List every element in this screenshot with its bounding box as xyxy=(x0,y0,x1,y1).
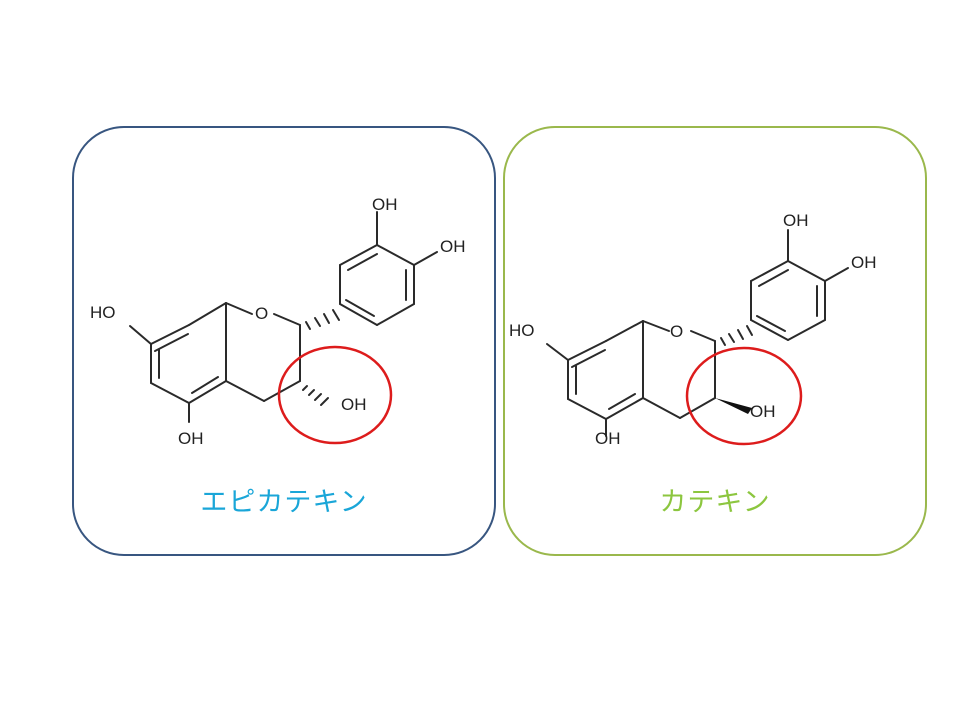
bond xyxy=(188,302,227,326)
bond xyxy=(150,324,190,345)
bond xyxy=(191,376,219,394)
oh-c3-label: OH xyxy=(750,402,776,421)
bond xyxy=(758,269,789,287)
oh-right-label: OH xyxy=(851,253,877,272)
bond xyxy=(787,260,826,282)
epicatechin-structure: OH OH O HO OH OH xyxy=(90,195,466,448)
bond xyxy=(347,253,378,271)
ring-oxygen-label: O xyxy=(255,304,268,323)
ring-oxygen-label: O xyxy=(670,322,683,341)
oh-bottom-label: OH xyxy=(178,429,204,448)
bond xyxy=(750,319,789,341)
bond xyxy=(690,330,716,342)
bond xyxy=(345,299,375,317)
oh-bottom-label: OH xyxy=(595,429,621,448)
bond xyxy=(642,397,681,419)
wedge-bond xyxy=(715,398,752,414)
bond xyxy=(720,337,726,346)
bond xyxy=(308,389,315,396)
bond xyxy=(679,397,716,419)
catechin-structure: OH OH O HO OH OH xyxy=(509,211,877,448)
bond xyxy=(302,385,308,391)
bond xyxy=(339,244,378,266)
epicatechin-panel: OH OH O HO OH OH エピカテキン xyxy=(72,126,496,556)
epicatechin-caption: エピカテキン xyxy=(200,487,368,518)
bond xyxy=(728,333,735,343)
bond xyxy=(567,398,607,420)
bond xyxy=(546,343,569,361)
bond xyxy=(824,267,849,282)
bond xyxy=(787,319,826,341)
oh-top-label: OH xyxy=(783,211,809,230)
highlight-circle xyxy=(277,345,393,445)
bond xyxy=(263,380,301,402)
bond xyxy=(225,380,265,402)
bond xyxy=(750,260,789,282)
bond xyxy=(756,315,786,332)
ho-left-label: HO xyxy=(509,321,535,340)
oh-top-label: OH xyxy=(372,195,398,214)
bond xyxy=(323,313,330,324)
bond xyxy=(737,329,744,340)
bond xyxy=(608,393,636,410)
bond xyxy=(273,313,301,326)
bond xyxy=(332,309,340,321)
catechin-caption: カテキン xyxy=(659,487,771,518)
bond xyxy=(376,244,415,266)
bond xyxy=(746,325,753,336)
bond xyxy=(642,320,670,332)
bond xyxy=(314,317,321,327)
catechin-panel: OH OH O HO OH OH カテキン xyxy=(503,126,927,556)
bond xyxy=(376,303,415,326)
ho-left-label: HO xyxy=(90,303,116,322)
oh-c3-label: OH xyxy=(341,395,367,414)
bond xyxy=(314,393,322,401)
bond xyxy=(188,380,227,404)
bond xyxy=(567,340,607,361)
bond xyxy=(305,321,311,330)
highlight-circle xyxy=(685,346,803,446)
bond xyxy=(339,303,378,326)
bond xyxy=(225,302,253,315)
bond xyxy=(154,333,189,352)
bond xyxy=(571,349,606,368)
bond xyxy=(320,397,329,406)
bond xyxy=(413,251,438,266)
bond xyxy=(605,320,644,342)
oh-right-label: OH xyxy=(440,237,466,256)
bond xyxy=(129,325,152,345)
bond xyxy=(605,397,644,420)
bond xyxy=(150,382,190,404)
